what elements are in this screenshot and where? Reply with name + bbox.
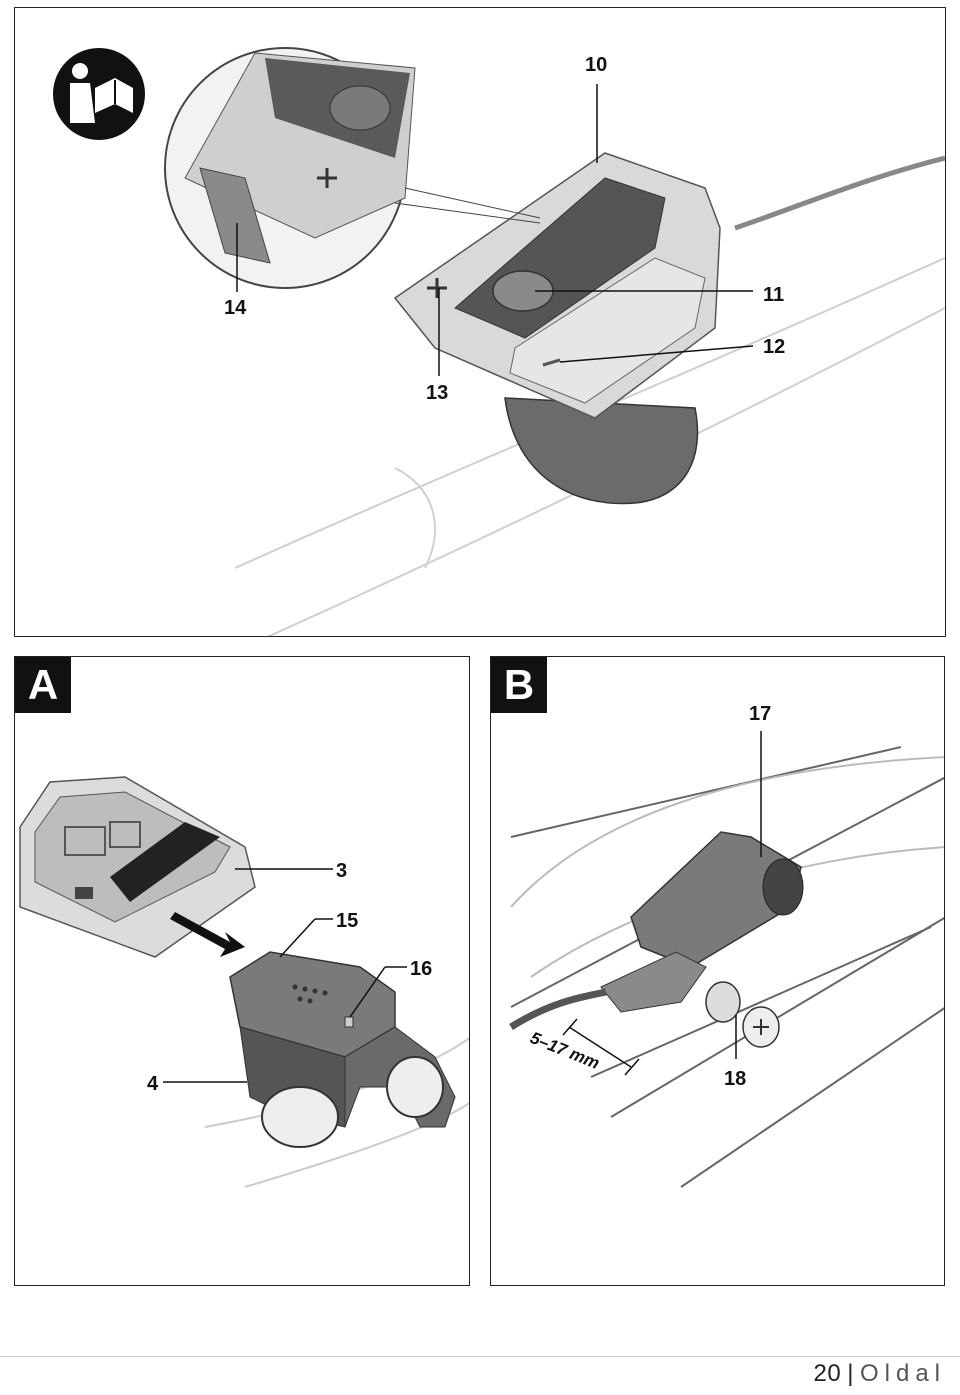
callout-4: 4 — [147, 1073, 159, 1095]
footer-divider — [0, 1356, 960, 1357]
lock-screw — [344, 1016, 354, 1028]
clamp-ring — [261, 1086, 339, 1148]
sensor-cable — [509, 988, 607, 1030]
magnifier-leader — [404, 187, 541, 219]
sensor-end — [762, 858, 804, 916]
detail-assist-button — [329, 85, 391, 131]
led-indicator — [542, 358, 561, 367]
wheel-spokes — [510, 746, 944, 1188]
figure-a-panel: 3 15 16 4 A — [14, 656, 470, 1286]
callout-15: 15 — [336, 910, 358, 932]
display-mount-illustration: 3 15 16 4 — [19, 776, 469, 1188]
spoke-magnet — [705, 981, 741, 1023]
dimension-label: 5–17 mm — [528, 1028, 603, 1073]
remote-clamp — [504, 397, 699, 505]
callout-14: 14 — [224, 297, 247, 319]
remote-light-face — [509, 257, 706, 404]
cable — [734, 155, 945, 231]
page-footer: 20|Oldal — [814, 1360, 946, 1388]
callout-13: 13 — [426, 382, 448, 404]
screw-cross-icon — [753, 1019, 769, 1035]
callout-18: 18 — [724, 1068, 746, 1090]
callout-11: 11 — [763, 284, 784, 306]
direction-arrow-icon — [170, 912, 245, 957]
walk-button — [199, 167, 271, 264]
magnifier-leader — [394, 202, 541, 224]
figure-b-panel: 5–17 mm 17 18 B — [490, 656, 945, 1286]
detail-plus-icon — [317, 168, 337, 188]
callout-3: 3 — [336, 860, 347, 882]
speed-sensor-illustration: 5–17 mm 17 18 — [509, 703, 944, 1188]
display-digits — [64, 821, 141, 856]
plus-icon — [427, 278, 447, 298]
callout-16: 16 — [410, 958, 432, 980]
page-number: 20 — [813, 1360, 842, 1387]
figure-letter-b: B — [491, 657, 547, 713]
contact-pins — [292, 984, 328, 1004]
callout-12: 12 — [763, 336, 785, 358]
callout-17: 17 — [749, 703, 771, 725]
callout-leaders — [236, 84, 754, 376]
footer-separator: | — [847, 1360, 854, 1387]
read-manual-icon — [53, 48, 145, 140]
display-screen — [110, 822, 220, 902]
clamp-ring — [386, 1056, 444, 1118]
display-button — [75, 887, 93, 899]
callout-leaders — [163, 868, 407, 1083]
figure-top-panel: 10 11 12 13 14 — [14, 7, 946, 637]
sensor-cable-housing — [600, 951, 707, 1013]
dimension-line — [562, 1018, 640, 1076]
figure-letter-a: A — [15, 657, 71, 713]
callout-10: 10 — [585, 54, 607, 76]
footer-word: Oldal — [859, 1360, 946, 1387]
callout-leaders — [735, 731, 762, 1059]
remote-control-illustration: 10 11 12 13 14 — [53, 47, 945, 636]
